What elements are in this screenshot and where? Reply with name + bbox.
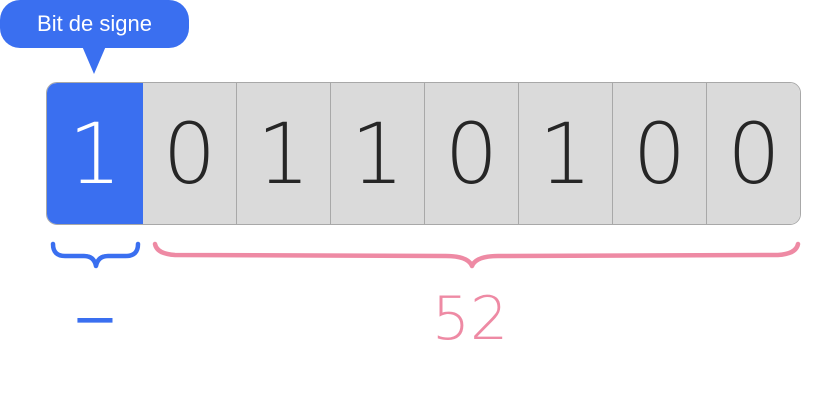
tooltip-arrow [82,46,106,74]
sign-bit-tooltip: Bit de signe [0,0,189,48]
bit-cell: 1 [519,83,613,224]
sign-brace [50,241,141,269]
sign-value-label: − [71,287,119,352]
magnitude-value-label: 52 [431,284,509,354]
bit-row: 1 0 1 1 0 1 0 0 [46,82,801,225]
bit-cell: 0 [613,83,707,224]
bit-cell: 0 [425,83,519,224]
bit-cell: 1 [237,83,331,224]
tooltip-label: Bit de signe [37,11,152,36]
bit-cell: 1 [331,83,425,224]
bit-cell: 0 [143,83,237,224]
bit-cell-sign: 1 [47,83,143,224]
bit-cell: 0 [707,83,800,224]
value-brace [152,241,801,269]
